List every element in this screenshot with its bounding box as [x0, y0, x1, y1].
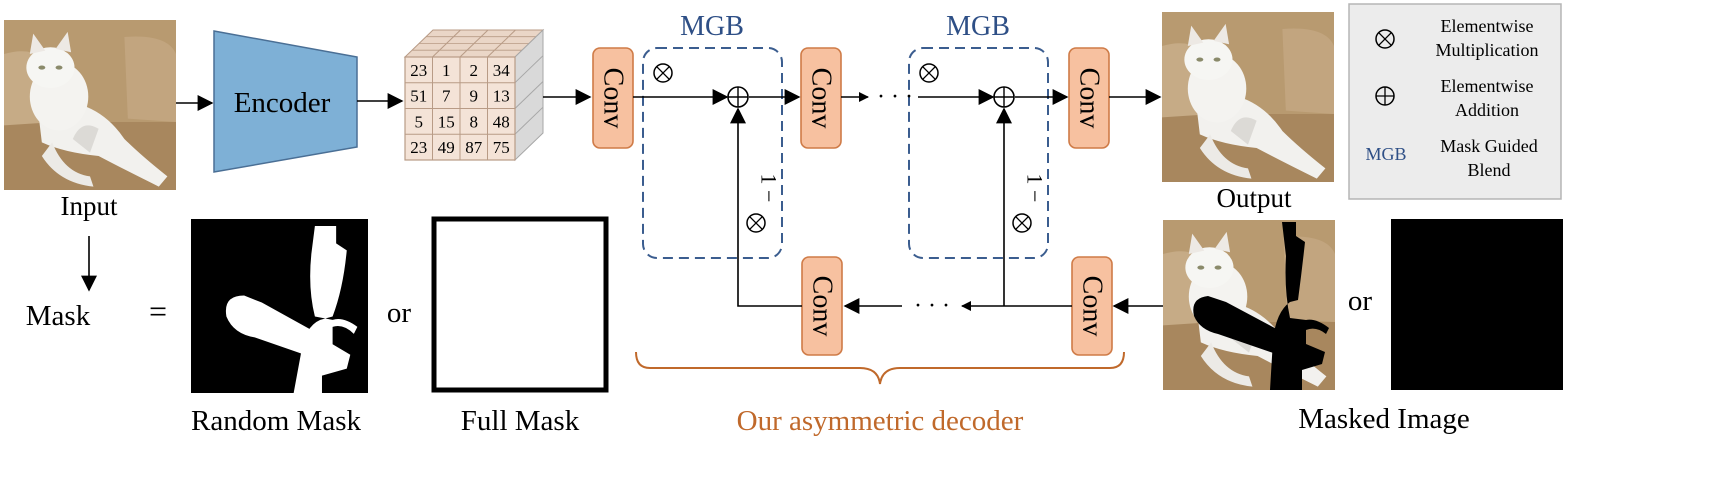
encoder-block: Encoder [213, 30, 358, 173]
ellipsis-bottom: · · · [914, 293, 950, 319]
conv-block-1: Conv [592, 47, 634, 149]
conv-block-2: Conv [800, 47, 842, 149]
feature-grid-cell: 34 [493, 61, 511, 80]
output-image [1162, 12, 1334, 182]
circled-times-icon [746, 213, 766, 233]
decoder-brace [635, 351, 1125, 385]
circled-times-icon [919, 63, 939, 83]
random-mask-label: Random Mask [191, 405, 361, 437]
arrow-conv4-to-add1 [730, 107, 802, 307]
one-minus-label-2: 1 − [1023, 174, 1048, 203]
conv-label-4: Conv [807, 276, 838, 337]
legend-mgb-label-2: Blend [1468, 160, 1511, 180]
circled-times-icon [653, 63, 673, 83]
conv-block-bottom-2: Conv [1071, 256, 1113, 356]
legend-add-label-2: Addition [1455, 100, 1519, 120]
equals-sign: = [149, 293, 167, 329]
encoder-label: Encoder [234, 87, 331, 119]
one-minus-label-1: 1 − [757, 174, 782, 203]
conv-label-5: Conv [1077, 276, 1108, 337]
feature-grid-cell: 5 [415, 112, 424, 131]
feature-grid-cell: 13 [493, 87, 510, 106]
cat-photo-icon [4, 20, 176, 190]
legend-box: Elementwise Multiplication Elementwise A… [1348, 3, 1562, 200]
feature-grid-cell: 23 [410, 61, 427, 80]
feature-grid-cell: 51 [410, 87, 427, 106]
or-label-2: or [1348, 285, 1373, 317]
circled-plus-icon [993, 86, 1015, 108]
conv-block-bottom-1: Conv [801, 256, 843, 356]
mgb-label-2: MGB [946, 11, 1010, 42]
mgb-label-1: MGB [680, 11, 744, 42]
conv-label-2: Conv [806, 68, 837, 129]
conv-label-1: Conv [598, 68, 629, 129]
input-label: Input [61, 191, 118, 221]
legend-mult-label-2: Multiplication [1436, 40, 1539, 60]
mask-label: Mask [26, 300, 91, 332]
masked-image-partial [1163, 220, 1335, 390]
masked-image-label: Masked Image [1298, 403, 1470, 435]
output-label: Output [1216, 183, 1292, 213]
circled-times-icon [1012, 213, 1032, 233]
full-mask-label: Full Mask [461, 405, 580, 437]
feature-grid-cell: 15 [438, 112, 455, 131]
circled-plus-icon [727, 86, 749, 108]
feature-grid-cell: 8 [470, 112, 479, 131]
or-label-1: or [387, 297, 412, 329]
mgb-box-1: MGB [642, 11, 783, 259]
feature-grid-cell: 7 [442, 87, 451, 106]
random-mask-image [191, 219, 368, 393]
legend-add-label-1: Elementwise [1441, 76, 1534, 96]
feature-grid-cell: 9 [470, 87, 479, 106]
conv-block-3: Conv [1068, 47, 1110, 149]
circled-times-icon [1375, 29, 1395, 49]
circled-plus-icon [1375, 86, 1395, 106]
feature-grid-cell: 48 [493, 112, 510, 131]
legend-mult-label-1: Elementwise [1441, 16, 1534, 36]
legend-mgb-abbrev: MGB [1365, 144, 1406, 164]
feature-grid-cell: 2 [470, 61, 479, 80]
full-mask-image [431, 216, 609, 393]
masked-image-full [1391, 219, 1563, 390]
decoder-label: Our asymmetric decoder [737, 405, 1024, 437]
legend-mgb-label-1: Mask Guided [1440, 136, 1538, 156]
feature-grid-cell: 49 [438, 138, 455, 157]
conv-label-3: Conv [1074, 68, 1105, 129]
mgb-box-2: MGB [908, 11, 1049, 259]
input-image [4, 20, 176, 190]
ellipsis-top: · · · [877, 84, 913, 110]
cat-photo-icon [1162, 12, 1334, 182]
feature-grid-cell: 75 [493, 138, 510, 157]
feature-grid-cell: 87 [465, 138, 483, 157]
feature-grid-cell: 23 [410, 138, 427, 157]
feature-grid-cell: 1 [442, 61, 451, 80]
